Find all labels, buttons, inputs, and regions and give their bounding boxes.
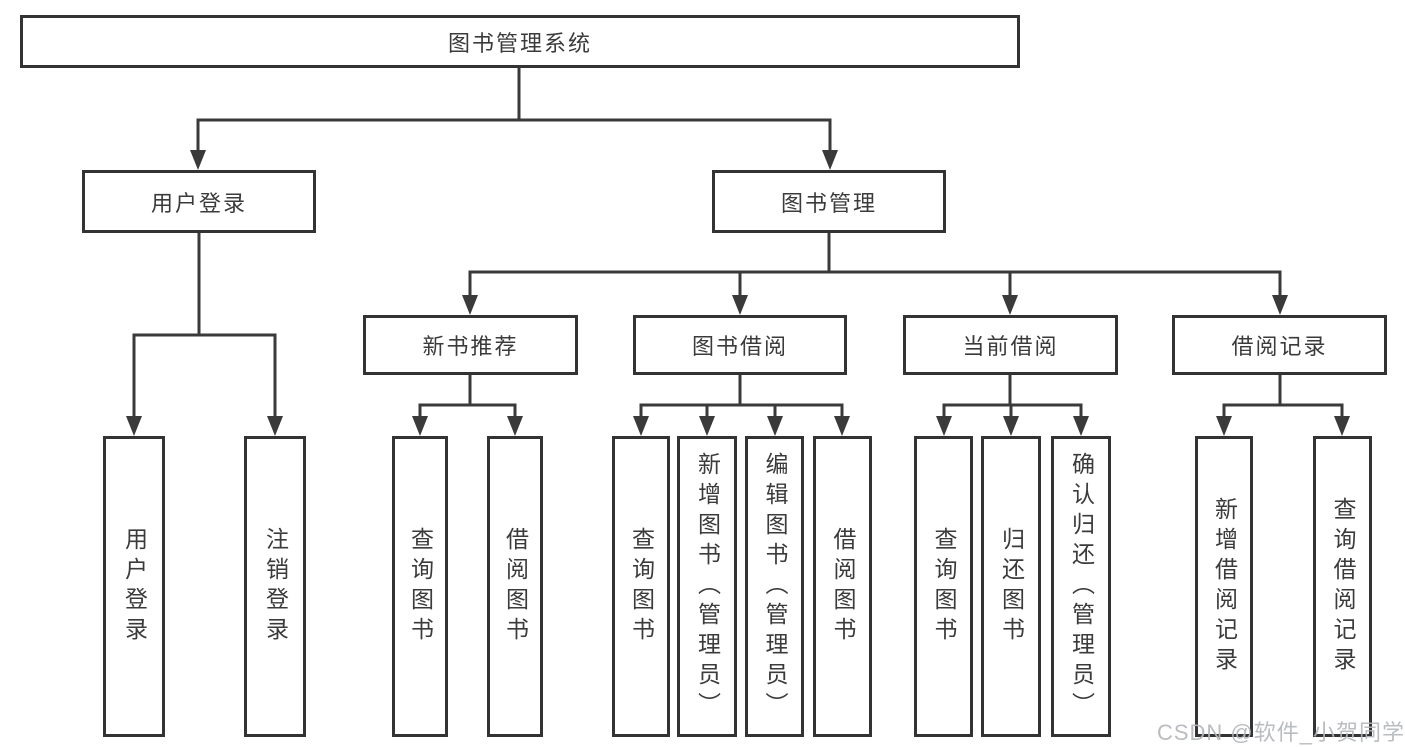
leaf-current-return-books-label: 归还图书 [998,526,1025,647]
leaf-records-add-record-label: 新增借阅记录 [1211,496,1238,677]
connector-arrowhead [1216,416,1232,436]
connector-arrowhead [126,416,142,436]
connector-arrowhead [633,416,649,436]
node-borrowing-records: 借阅记录 [1172,315,1387,375]
leaf-logout-label: 注销登录 [262,526,289,647]
leaf-current-confirm-return-admin-label: 确认归还（管理员） [1068,451,1095,722]
leaf-current-query-books-label: 查询图书 [931,526,957,647]
leaf-current-confirm-return-admin: 确认归还（管理员） [1051,436,1111,737]
node-root: 图书管理系统 [20,15,1020,68]
connector-arrowhead [767,416,783,436]
connector-arrowhead [1073,416,1089,436]
leaf-user-login-label: 用户登录 [121,526,148,647]
connector-arrowhead [936,416,952,436]
leaf-borrowing-add-books-admin: 新增图书（管理员） [677,436,737,737]
connector-arrowhead [699,416,715,436]
node-borrowing-records-label: 借阅记录 [1231,334,1328,359]
node-book-borrowing: 图书借阅 [633,315,847,375]
leaf-records-query-record-label: 查询借阅记录 [1330,496,1356,677]
leaf-borrowing-borrow-books-label: 借阅图书 [830,526,856,647]
node-user-login: 用户登录 [82,170,316,233]
node-book-management: 图书管理 [712,170,946,233]
node-current-borrowing: 当前借阅 [903,315,1118,375]
connector-arrowhead [1272,295,1288,315]
leaf-records-add-record: 新增借阅记录 [1195,436,1253,737]
leaf-borrowing-edit-books-admin: 编辑图书（管理员） [745,436,804,737]
leaf-borrowing-borrow-books: 借阅图书 [813,436,872,737]
leaf-borrowing-edit-books-admin-label: 编辑图书（管理员） [762,451,788,722]
csdn-watermark: CSDN @软件_小贺同学 [1156,720,1405,745]
leaf-newbook-query-books-label: 查询图书 [407,526,434,647]
leaf-user-login: 用户登录 [103,436,165,737]
node-root-label: 图书管理系统 [447,30,592,56]
connector-arrowhead [1003,416,1019,436]
leaf-current-query-books: 查询图书 [914,436,973,737]
connector-arrowhead [412,416,428,436]
node-new-book-recommend-label: 新书推荐 [422,334,519,359]
leaf-current-return-books: 归还图书 [981,436,1041,737]
node-current-borrowing-label: 当前借阅 [962,334,1059,359]
connector-arrowhead [267,416,283,436]
connector-arrowhead [1334,416,1350,436]
leaf-logout: 注销登录 [244,436,306,737]
node-book-borrowing-label: 图书借阅 [691,334,788,359]
connector-arrowhead [834,416,850,436]
node-new-book-recommend: 新书推荐 [363,315,578,375]
leaf-records-query-record: 查询借阅记录 [1313,436,1372,737]
connector-arrowhead [1002,295,1018,315]
leaf-newbook-query-books: 查询图书 [392,436,448,737]
node-book-management-label: 图书管理 [780,190,877,216]
leaf-newbook-borrow-books-label: 借阅图书 [502,526,529,647]
connector-arrowhead [822,150,838,170]
leaf-borrowing-query-books-label: 查询图书 [628,526,655,647]
connector-arrowhead [507,416,523,436]
connector-arrowhead [190,150,206,170]
node-user-login-label: 用户登录 [150,190,247,216]
leaf-borrowing-add-books-admin-label: 新增图书（管理员） [694,451,721,722]
connector-arrowhead [462,295,478,315]
leaf-newbook-borrow-books: 借阅图书 [487,436,543,737]
connector-arrowhead [732,295,748,315]
leaf-borrowing-query-books: 查询图书 [612,436,670,737]
